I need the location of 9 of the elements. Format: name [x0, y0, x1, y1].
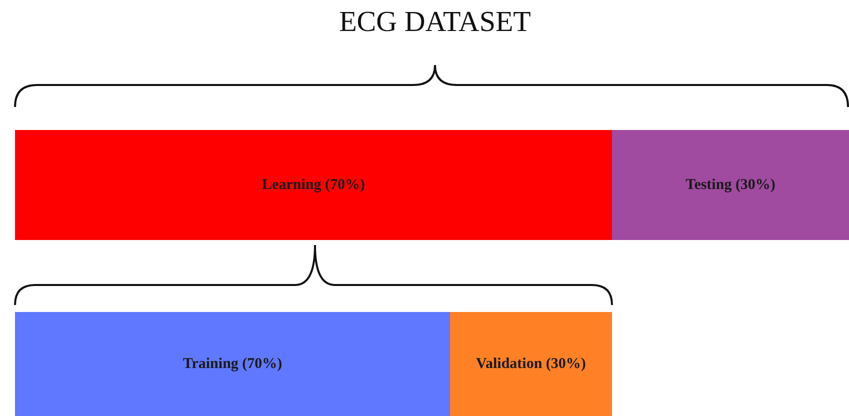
- bar-segment: [15, 312, 450, 416]
- bar-segment: [450, 312, 612, 416]
- segment-label: Training (70%): [182, 356, 282, 372]
- bar-segment: [612, 130, 849, 240]
- segment-label: Testing (30%): [686, 176, 776, 194]
- diagram-title: ECG DATASET: [338, 6, 532, 39]
- segment-label: Validation (30%): [476, 356, 586, 372]
- bar-segment: [15, 130, 612, 240]
- segment-label: Learning (70%): [262, 176, 365, 194]
